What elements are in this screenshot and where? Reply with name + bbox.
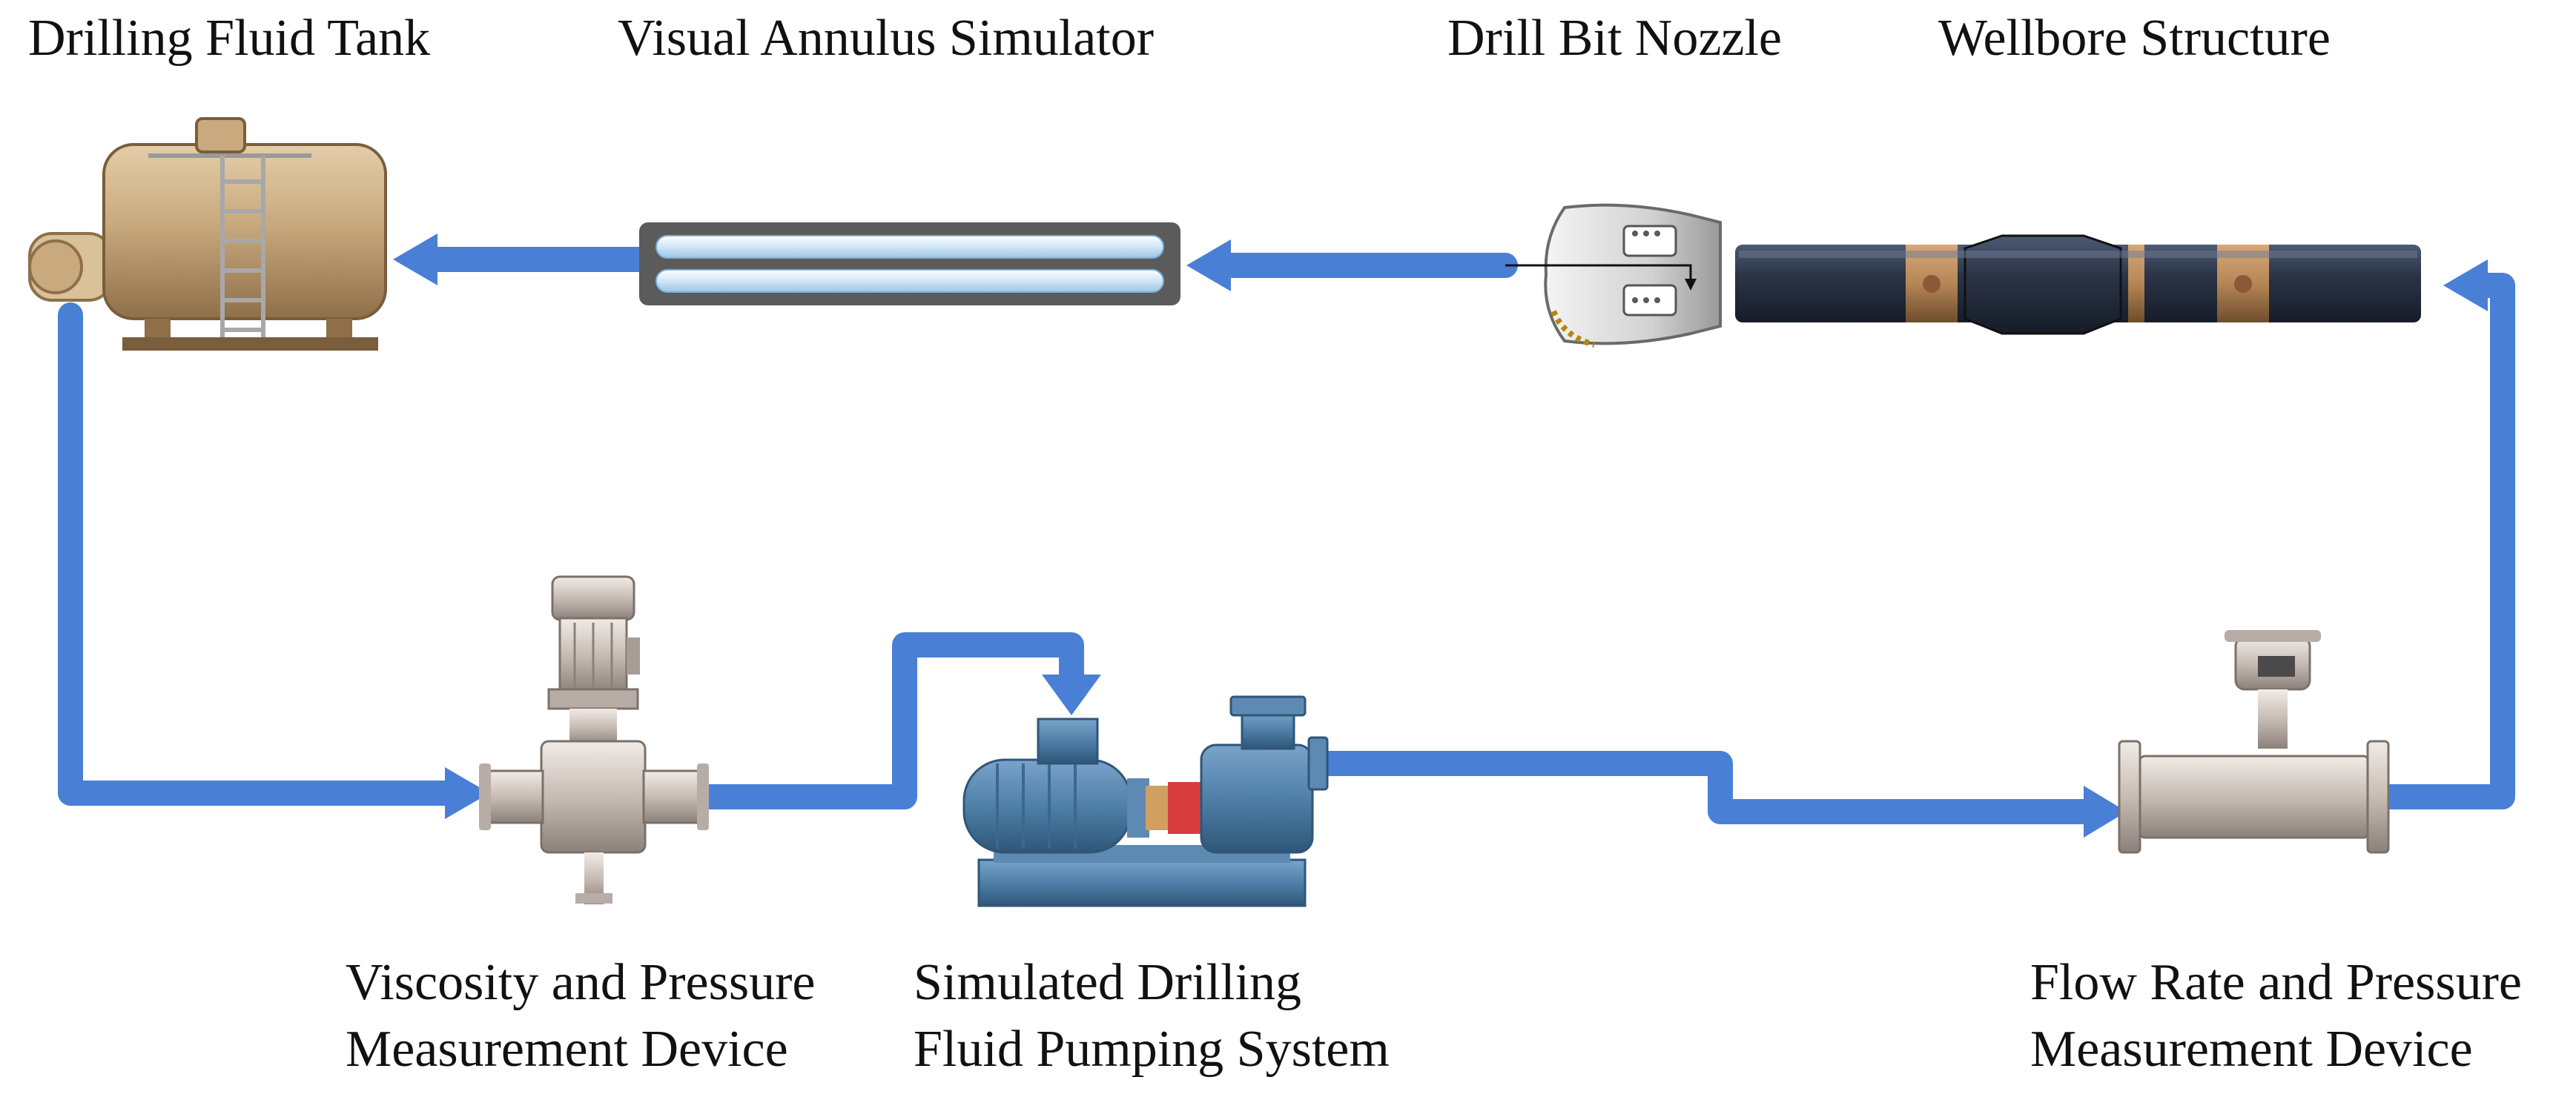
label-pumping-system-line1: Simulated Drilling — [914, 954, 1302, 1011]
drilling-fluid-tank-icon — [28, 117, 387, 351]
drill-bit-nozzle-icon — [1505, 203, 1722, 348]
flow-rate-pressure-device-icon — [2118, 630, 2390, 854]
label-viscosity-device-line1: Viscosity and Pressure — [346, 954, 816, 1011]
pipe-pump-to-flowmeter — [1315, 751, 2104, 824]
label-drill-bit-nozzle: Drill Bit Nozzle — [1447, 10, 1783, 67]
label-pumping-system-line2: Fluid Pumping System — [914, 1021, 1390, 1078]
label-visual-annulus-simulator: Visual Annulus Simulator — [618, 10, 1155, 67]
label-drilling-fluid-tank: Drilling Fluid Tank — [28, 10, 431, 67]
arrow-into-pump — [1042, 675, 1101, 715]
wellbore-structure-icon — [1735, 234, 2421, 335]
label-flow-device-line2: Measurement Device — [2030, 1021, 2473, 1078]
drilling-fluid-pump-icon — [962, 695, 1329, 907]
visual-annulus-simulator-icon — [639, 222, 1180, 305]
label-wellbore-structure: Wellbore Structure — [1938, 10, 2331, 67]
viscosity-pressure-device-icon — [479, 575, 709, 904]
pipeline — [58, 247, 2515, 824]
pipe-flowmeter-to-wellbore — [2364, 273, 2515, 809]
pipe-viscosity-to-pump — [692, 632, 1084, 809]
arrow-into-wellbore — [2443, 259, 2488, 311]
arrow-into-flowmeter — [2084, 786, 2127, 838]
pipe-tank-to-viscosity — [58, 302, 461, 806]
label-viscosity-device-line2: Measurement Device — [346, 1021, 788, 1078]
flow-arrows — [393, 233, 2488, 838]
arrow-into-tank — [393, 233, 437, 285]
arrow-into-annulus — [1186, 239, 1231, 291]
label-flow-device-line1: Flow Rate and Pressure — [2030, 954, 2522, 1011]
arrow-into-viscosity — [445, 767, 489, 819]
